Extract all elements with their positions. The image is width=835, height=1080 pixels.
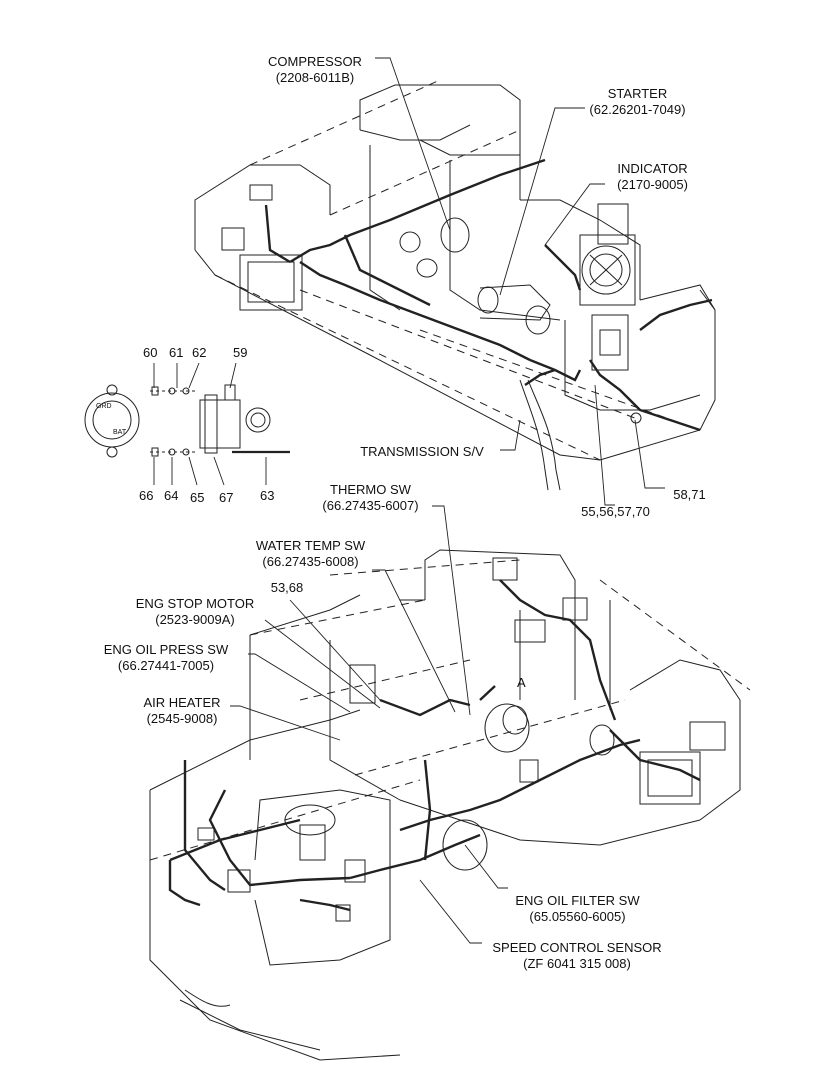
starter-part-number: (62.26201-7049) bbox=[589, 102, 686, 117]
items-53-68-label: 53,68 bbox=[270, 580, 304, 595]
lower-chassis-assembly bbox=[149, 549, 751, 1061]
grd-terminal-label: GRD bbox=[96, 403, 112, 410]
part-62-label: 62 bbox=[192, 345, 207, 360]
eng-oil-press-sw-label: ENG OIL PRESS SW bbox=[103, 642, 229, 657]
part-63-label: 63 bbox=[260, 488, 275, 503]
part-64-label: 64 bbox=[164, 488, 179, 503]
indicator-label: INDICATOR bbox=[617, 161, 688, 176]
starter-label: STARTER bbox=[607, 86, 668, 101]
upper-engine-assembly bbox=[194, 79, 716, 491]
air-heater-label: AIR HEATER bbox=[143, 695, 221, 710]
speed-control-sensor-part-number: (ZF 6041 315 008) bbox=[523, 956, 631, 971]
part-60-label: 60 bbox=[143, 345, 158, 360]
thermo-sw-callout: THERMO SW (66.27435-6007) bbox=[308, 482, 433, 514]
bat-terminal-label: BAT bbox=[113, 429, 127, 436]
air-heater-part-number: (2545-9008) bbox=[146, 711, 218, 726]
alternator-exploded-view bbox=[84, 384, 290, 458]
thermo-sw-label: THERMO SW bbox=[330, 482, 411, 497]
part-59-label: 59 bbox=[233, 345, 248, 360]
speed-control-sensor-callout: SPEED CONTROL SENSOR (ZF 6041 315 008) bbox=[482, 940, 672, 972]
water-temp-sw-part-number: (66.27435-6008) bbox=[262, 554, 359, 569]
eng-oil-filter-sw-callout: ENG OIL FILTER SW (65.05560-6005) bbox=[500, 893, 655, 925]
part-65-label: 65 bbox=[190, 490, 205, 505]
eng-oil-press-sw-callout: ENG OIL PRESS SW (66.27441-7005) bbox=[86, 642, 246, 674]
transmission-sv-label: TRANSMISSION S/V bbox=[360, 444, 484, 459]
items-55-56-57-70-callout: 55,56,57,70 bbox=[568, 504, 663, 520]
transmission-callout: TRANSMISSION S/V bbox=[348, 444, 496, 460]
view-a-label: A bbox=[517, 675, 526, 690]
compressor-label: COMPRESSOR bbox=[268, 54, 362, 69]
items-58-71-callout: 58,71 bbox=[662, 487, 717, 503]
water-temp-sw-label: WATER TEMP SW bbox=[255, 538, 366, 553]
water-temp-sw-callout: WATER TEMP SW (66.27435-6008) bbox=[248, 538, 373, 570]
starter-callout: STARTER (62.26201-7049) bbox=[575, 86, 700, 118]
part-61-label: 61 bbox=[169, 345, 184, 360]
indicator-part-number: (2170-9005) bbox=[617, 177, 688, 192]
compressor-part-number: (2208-6011B) bbox=[275, 70, 355, 85]
air-heater-callout: AIR HEATER (2545-9008) bbox=[132, 695, 232, 727]
eng-stop-motor-part-number: (2523-9009A) bbox=[155, 612, 235, 627]
part-67-label: 67 bbox=[219, 490, 234, 505]
items-55-56-57-70-label: 55,56,57,70 bbox=[581, 504, 650, 519]
speed-control-sensor-label: SPEED CONTROL SENSOR bbox=[492, 940, 662, 955]
items-53-68-callout: 53,68 bbox=[262, 580, 312, 596]
indicator-callout: INDICATOR (2170-9005) bbox=[600, 161, 705, 193]
eng-stop-motor-callout: ENG STOP MOTOR (2523-9009A) bbox=[125, 596, 265, 628]
eng-oil-filter-sw-part-number: (65.05560-6005) bbox=[529, 909, 626, 924]
part-66-label: 66 bbox=[139, 488, 154, 503]
eng-oil-press-sw-part-number: (66.27441-7005) bbox=[117, 658, 215, 673]
eng-stop-motor-label: ENG STOP MOTOR bbox=[135, 596, 255, 611]
leader-lines bbox=[153, 57, 665, 944]
compressor-callout: COMPRESSOR (2208-6011B) bbox=[255, 54, 375, 86]
eng-oil-filter-sw-label: ENG OIL FILTER SW bbox=[515, 893, 640, 908]
items-58-71-label: 58,71 bbox=[673, 487, 706, 502]
thermo-sw-part-number: (66.27435-6007) bbox=[322, 498, 419, 513]
